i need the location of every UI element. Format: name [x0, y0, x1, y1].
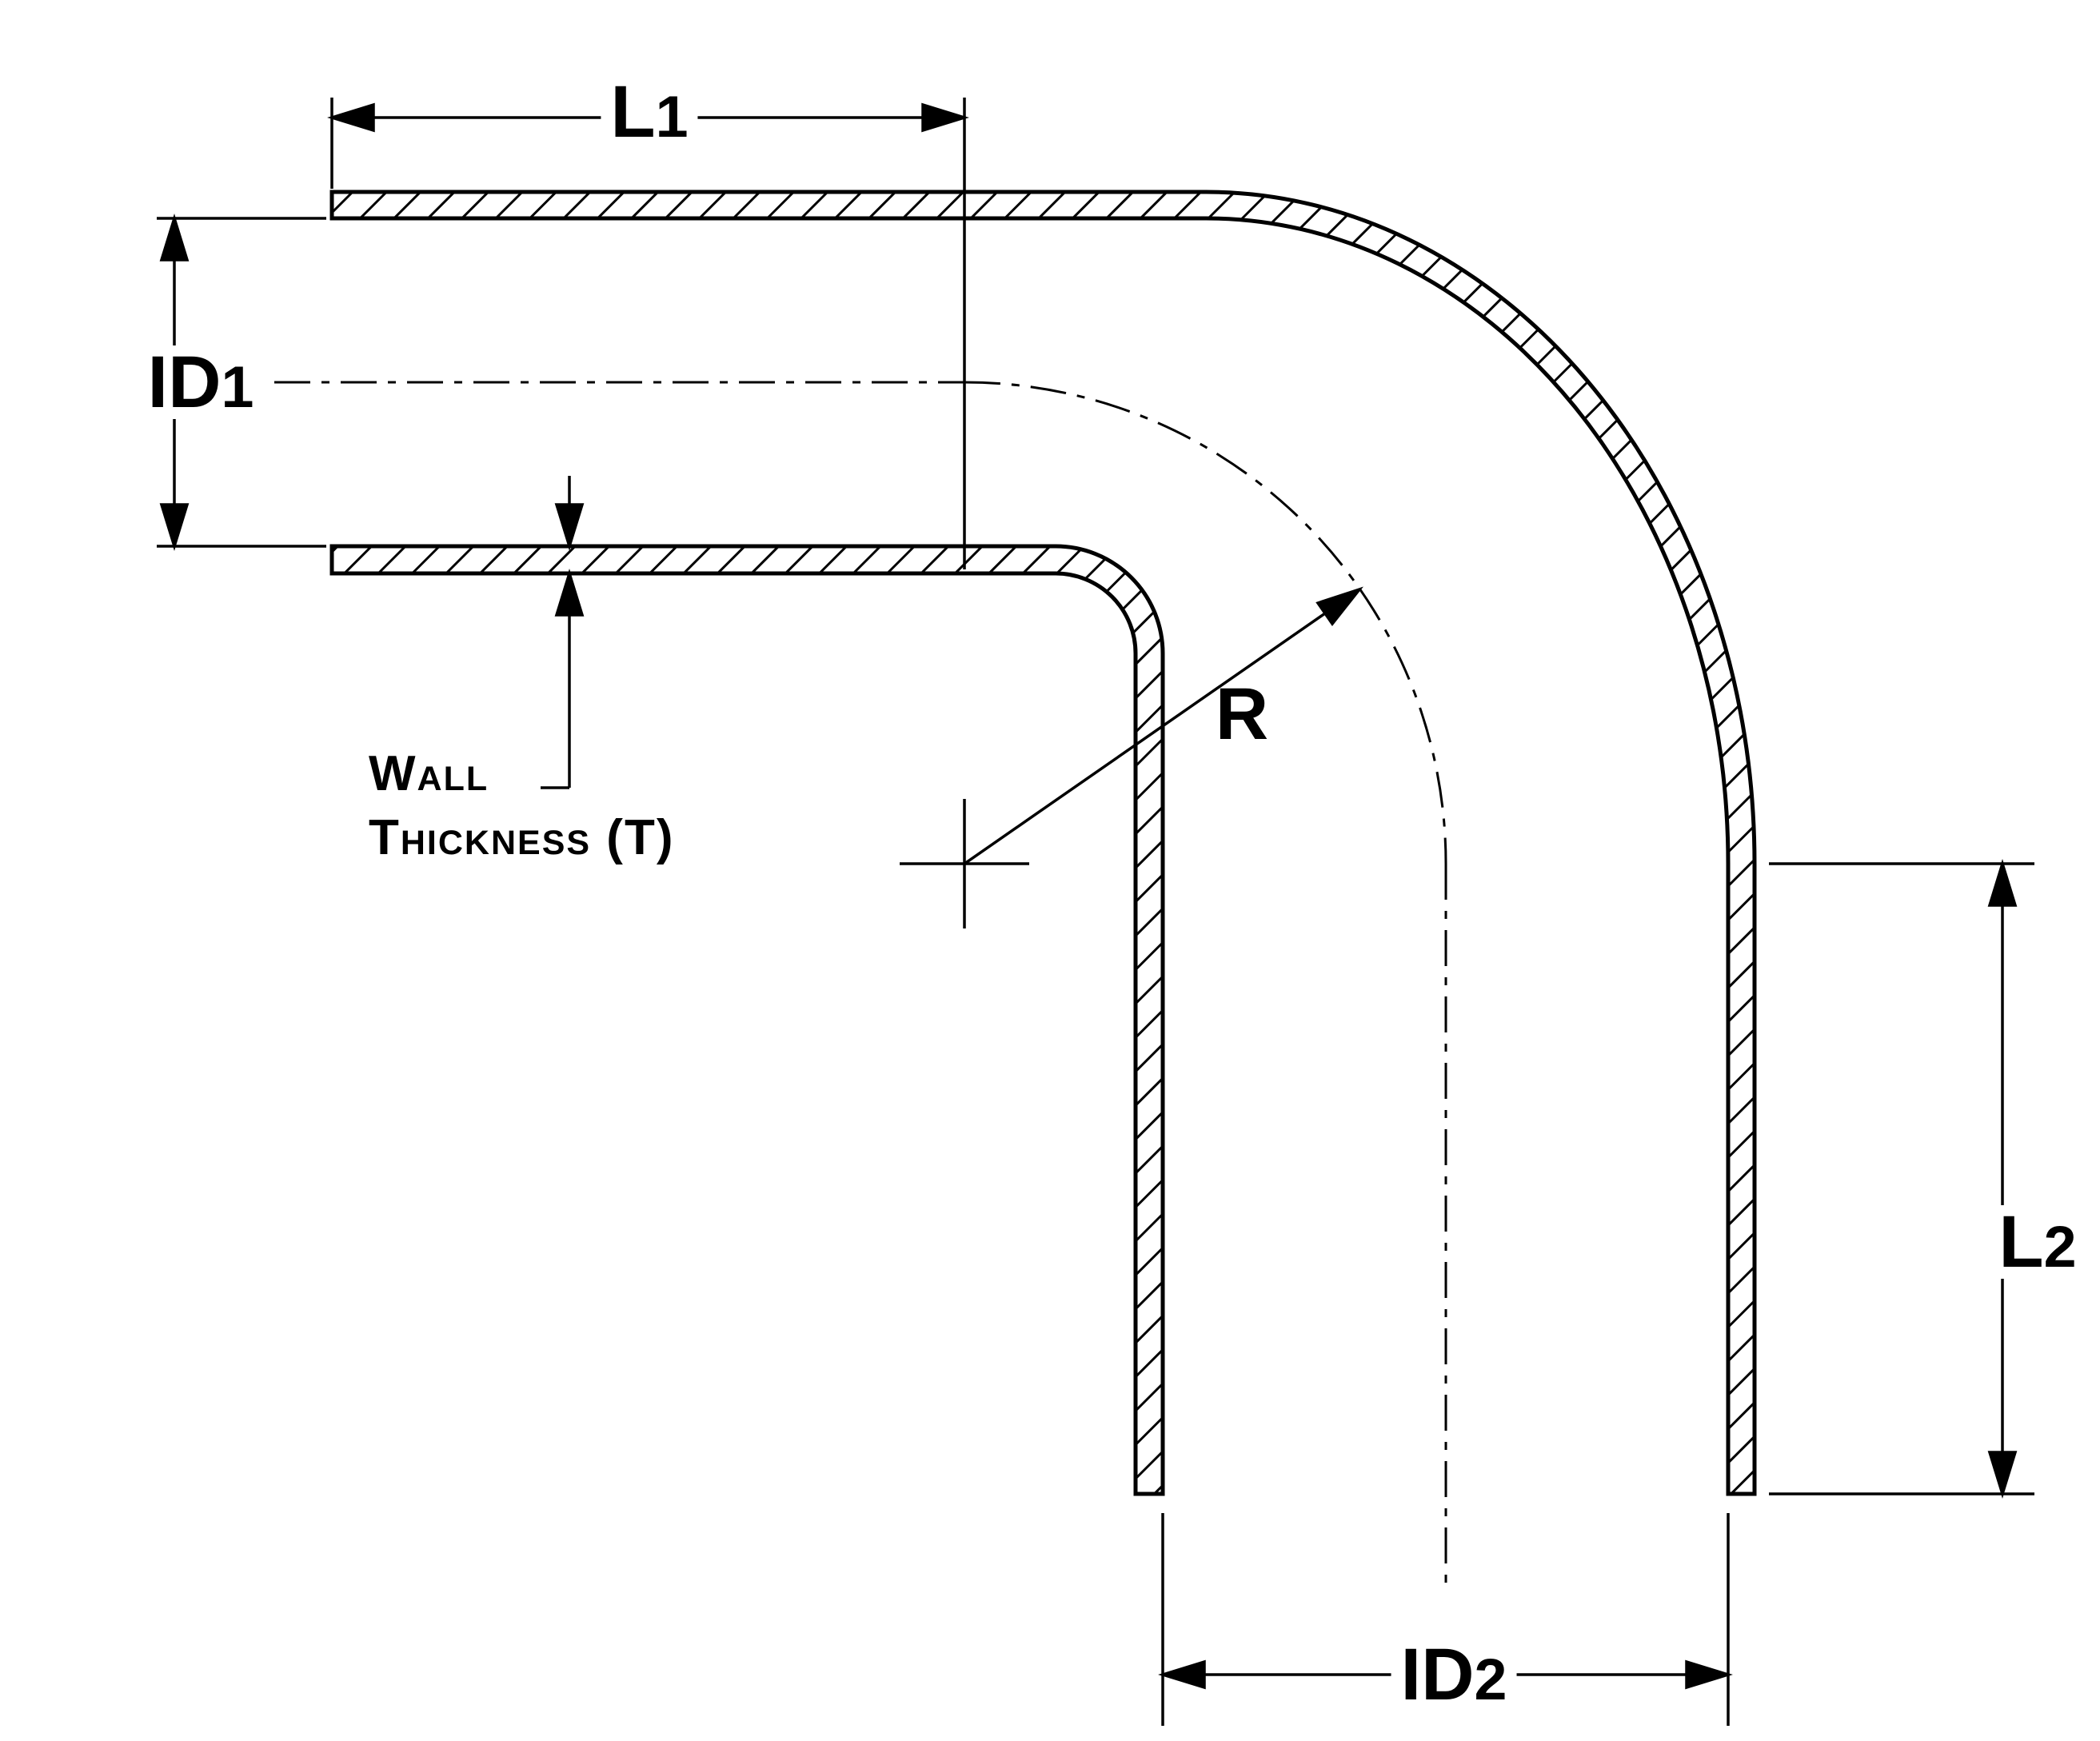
dim-label-id1: ID1 — [138, 345, 264, 419]
wt-arrow-up-icon — [554, 569, 585, 617]
radius-letter: R — [1215, 673, 1269, 755]
l1-arrow-left-icon — [327, 102, 375, 133]
centerlines — [274, 381, 1447, 1587]
dimension-id1 — [157, 214, 326, 551]
id1-letter: ID — [147, 341, 222, 423]
id2-digit: 2 — [1474, 1646, 1507, 1712]
wall-thickness-label: Wall Thickness (T) — [369, 742, 674, 870]
id2-arrow-left-icon — [1158, 1659, 1206, 1690]
radius-arrow-icon — [1315, 586, 1363, 626]
wall-thickness-line1: Wall — [369, 746, 489, 801]
centerline-bend-arc — [964, 381, 1447, 865]
id2-arrow-right-icon — [1685, 1659, 1733, 1690]
dim-label-l1: L1 — [601, 75, 698, 150]
radius-label: R — [1216, 677, 1268, 751]
outer-wall — [329, 190, 1757, 1496]
l2-arrow-up-icon — [1987, 859, 2018, 907]
wall-thickness-callout — [541, 476, 585, 789]
inner-wall — [329, 544, 1165, 1496]
dimension-l1 — [327, 98, 969, 569]
radius-leader-line — [964, 593, 1352, 865]
dim-label-l2: L2 — [1989, 1205, 2086, 1279]
id1-digit: 1 — [221, 353, 254, 420]
id2-letter: ID — [1400, 1634, 1475, 1715]
l1-digit: 1 — [655, 83, 689, 150]
wall-thickness-line2: Thickness (T) — [369, 810, 675, 865]
dimension-radius — [964, 586, 1363, 865]
id1-arrow-up-icon — [159, 214, 190, 262]
l2-arrow-down-icon — [1987, 1451, 2018, 1499]
id1-arrow-down-icon — [159, 503, 190, 551]
l2-digit: 2 — [2043, 1213, 2077, 1280]
l2-letter: L — [1998, 1201, 2044, 1283]
dimension-l2 — [1769, 859, 2034, 1499]
dim-label-id2: ID2 — [1391, 1638, 1517, 1711]
l1-arrow-right-icon — [921, 102, 969, 133]
l1-letter: L — [610, 71, 656, 153]
hose-walls — [329, 190, 1757, 1496]
wt-arrow-down-icon — [554, 503, 585, 551]
